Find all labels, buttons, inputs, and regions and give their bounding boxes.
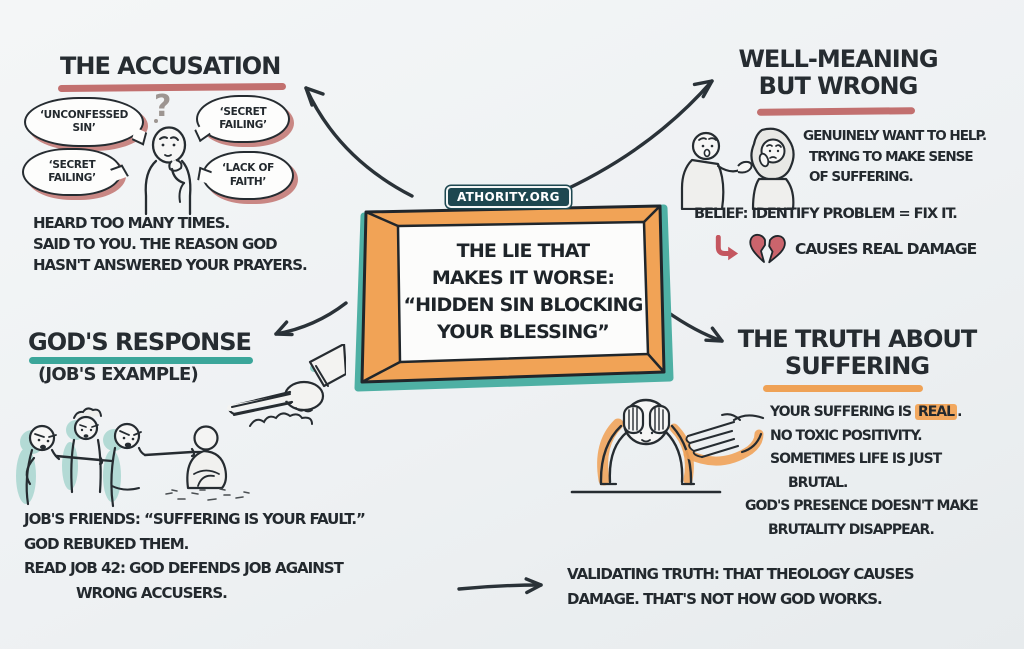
truth-line-real: YOUR SUFFERING IS REAL. [770,404,962,420]
sitting-job-figure [165,425,250,501]
arrow-to-accusation [304,86,414,198]
gods-response-body: JOB'S FRIENDS: “SUFFERING IS YOUR FAULT.… [24,510,366,602]
damage-label: CAUSES REAL DAMAGE [795,240,977,258]
gods-response-underline [29,357,253,364]
board-frame [354,204,674,392]
gods-response-title: GOD'S RESPONSE [28,328,252,356]
authority-badge: ATHORITY.ORG [446,186,571,208]
comforting-couple-figure [680,127,795,210]
speech-bubble-secret-failing-top: ‘SECRET FAILING’ [194,95,290,143]
damage-row: CAUSES REAL DAMAGE [712,228,977,270]
real-highlight: REAL [914,404,958,420]
accusing-crowd-figure [16,407,207,508]
board-text: THE LIE THAT MAKES IT WORSE: “HIDDEN SIN… [403,240,643,343]
truth-body: YOUR SUFFERING IS REAL. NO TOXIC POSITIV… [744,401,979,542]
well-meaning-body: GENUINELY WANT TO HELP. TRYING TO MAKE S… [803,128,987,185]
open-hand-figure [683,413,765,466]
thinking-person-figure: ? [144,89,192,216]
arrow-to-gods-response [274,301,348,337]
arrow-to-validating [457,577,543,595]
bent-arrow-icon [715,235,739,261]
speech-bubble-lack-of-faith: ‘LACK OF FAITH’ [197,151,294,200]
belief-line: BELIEF: IDENTIFY PROBLEM = FIX IT. [694,206,958,222]
arrow-to-well-meaning [554,79,714,196]
well-meaning-title: WELL-MEANING BUT WRONG [738,45,938,100]
pointing-hand-figure [227,344,346,427]
truth-title: THE TRUTH ABOUT SUFFERING [737,325,978,380]
arrow-to-truth [664,309,724,343]
validating-body: VALIDATING TRUTH: THAT THEOLOGY CAUSES D… [567,565,915,608]
accusation-title: THE ACCUSATION [60,52,281,80]
truth-underline [763,385,923,392]
question-mark-icon: ? [154,89,171,124]
accusation-body: HEARD TOO MANY TIMES. SAID TO YOU. THE R… [33,214,308,274]
gods-response-subtitle: (JOB'S EXAMPLE) [38,364,199,385]
broken-heart-icon [749,233,786,264]
speech-bubble-secret-failing-bottom: ‘SECRET FAILING’ [22,148,129,196]
speech-bubble-unconfessed-sin: ‘UNCONFESSED SIN’ [24,97,148,147]
